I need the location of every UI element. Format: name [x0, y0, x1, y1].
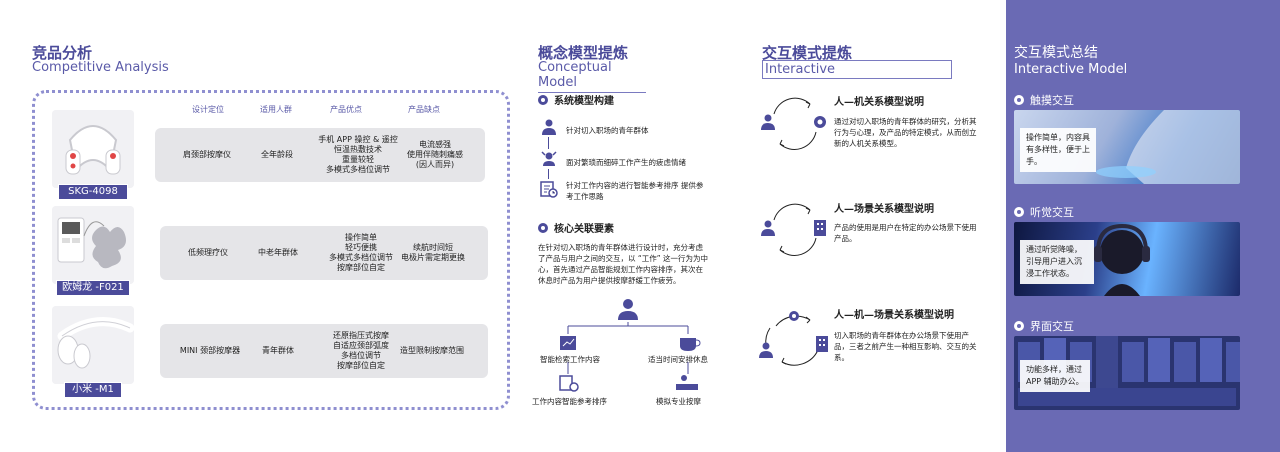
tree-leaf: 适当时间安排休息 [648, 355, 708, 364]
tree-leaf: 工作内容智能参考排序 [532, 397, 607, 406]
schedule-icon [559, 375, 579, 392]
model-desc: 切入职场的青年群体在办公场景下使用产品，三者之前产生一种相互影响、交互的关系。 [834, 331, 977, 362]
ring-bullet-icon [1014, 95, 1024, 105]
column-header-position: 设计定位 [192, 105, 224, 114]
user-icon [759, 342, 773, 358]
competitive-frame [32, 90, 510, 410]
mode-heading: 听觉交互 [1014, 204, 1074, 220]
conceptual-title: 概念模型提炼 [538, 44, 629, 62]
ring-bullet-icon [1014, 321, 1024, 331]
core-elements-heading: 核心关联要素 [538, 220, 614, 235]
product-audience: 青年群体 [262, 346, 294, 355]
user-icon [761, 220, 775, 236]
ring-bullet-icon [538, 222, 548, 233]
system-item-text: 面对繁琐而细碎工作产生的疲虑情绪 [566, 158, 686, 167]
product-label: 欧姆龙 -F021 [56, 280, 130, 296]
product-label: 小米 -M1 [64, 382, 122, 398]
summary-title: 交互模式总结 [1014, 45, 1098, 61]
column-header-pros: 产品优点 [330, 105, 362, 114]
product-pros: 手机 APP 操控 & 遥控 恒温热敷技术 重量较轻 多模式多档位调节 [318, 135, 398, 174]
tree-leaf: 智能检索工作内容 [540, 355, 600, 364]
summary-subtitle: Interactive Model [1014, 62, 1128, 77]
model-desc: 通过对切入职场的青年群体的研究，分析其行为与心理，及产品的特定模式，从而创立新的… [834, 117, 977, 148]
system-model-heading: 系统模型构建 [538, 92, 614, 107]
model-title: 人—机—场景关系模型说明 [834, 310, 954, 321]
product-position: 肩颈部按摩仪 [183, 150, 231, 159]
product-audience: 全年龄段 [261, 150, 293, 159]
product-cons: 造型限制按摩范围 [400, 346, 464, 355]
column-header-audience: 适用人群 [260, 105, 292, 114]
interactive-title: 交互模式提炼 [762, 44, 853, 62]
product-image-omron [52, 206, 134, 284]
model-title: 人—机关系模型说明 [834, 97, 924, 108]
connector-line [548, 137, 549, 149]
table-row: 肩颈部按摩仪 全年龄段 手机 APP 操控 & 遥控 恒温热敷技术 重量较轻 多… [155, 128, 485, 182]
massage-icon [676, 375, 698, 390]
user-icon [761, 114, 775, 130]
column-header-cons: 产品缺点 [408, 105, 440, 114]
tens-device-icon [52, 206, 134, 284]
building-icon [816, 336, 828, 352]
product-position: MINI 颈部按摩器 [179, 346, 241, 355]
mode-heading: 触摸交互 [1014, 92, 1074, 108]
table-row: MINI 颈部按摩器 青年群体 还原指压式按摩 自适应颈部弧度 多档位调节 按摩… [160, 324, 488, 378]
product-pros: 操作简单 轻巧便携 多模式多档位调节 按摩部位自定 [329, 233, 393, 272]
model-title: 人—场景关系模型说明 [834, 204, 934, 215]
headphone-image [1014, 222, 1240, 296]
gear-icon [789, 311, 799, 321]
system-item-text: 针对工作内容的进行智能参考排序 提供参考工作思路 [566, 181, 704, 201]
chart-icon [560, 336, 576, 350]
competitive-title: 竞品分析 [32, 44, 93, 62]
user-icon [618, 299, 638, 320]
user-icon [540, 118, 558, 140]
competitive-subtitle: Competitive Analysis [32, 60, 169, 75]
hand-touch-icon [1096, 110, 1240, 184]
table-row: 低频理疗仪 中老年群体 操作简单 轻巧便携 多模式多档位调节 按摩部位自定 续航… [160, 226, 488, 280]
model-desc: 产品的使用是用户在特定的办公场景下使用产品。 [834, 223, 977, 243]
cycle-diagram [761, 203, 826, 256]
core-paragraph: 在针对切入职场的青年群体进行设计时，充分考虑了产品与用户之间的交互，以 “工作”… [538, 243, 709, 285]
product-cons: 续航时间短 电极片需定期更换 [401, 243, 465, 262]
mode-text: 功能多样，通过APP 辅助办公。 [1020, 360, 1090, 392]
gear-icon [814, 116, 826, 128]
tree-leaf: 模拟专业按摩 [656, 397, 701, 406]
building-icon [814, 220, 826, 236]
ring-bullet-icon [538, 94, 548, 105]
neck-massager-icon [52, 110, 134, 188]
coffee-cup-icon [680, 338, 701, 351]
product-pros: 还原指压式按摩 自适应颈部弧度 多档位调节 按摩部位自定 [333, 331, 389, 370]
cycle-diagram [761, 97, 826, 150]
conceptual-subtitle: Conceptual Model [538, 60, 646, 93]
connector-line [548, 169, 549, 179]
product-label: SKG-4098 [58, 184, 128, 200]
product-image-skg [52, 110, 134, 188]
ring-bullet-icon [1014, 207, 1024, 217]
schedule-icon [540, 180, 558, 202]
mode-heading: 界面交互 [1014, 318, 1074, 334]
mode-text: 操作简单，内容具有多样性，便于上手。 [1020, 128, 1096, 172]
product-image-xiaomi [52, 306, 134, 384]
mode-text: 通过听觉降噪，引导用户进入沉浸工作状态。 [1020, 240, 1094, 284]
mini-neck-massager-icon [52, 306, 134, 384]
headphone-person-icon [1094, 223, 1150, 296]
interactive-subtitle: Interactive [762, 60, 952, 79]
system-item-text: 针对切入职场的青年群体 [566, 126, 649, 135]
product-position: 低频理疗仪 [188, 248, 228, 257]
product-cons: 电流感强 使用伴随刺痛感 (因人而异) [407, 140, 463, 169]
stress-person-icon [540, 150, 558, 172]
product-audience: 中老年群体 [258, 248, 298, 257]
tree-diagram [559, 299, 701, 392]
triangle-cycle-diagram [759, 311, 828, 366]
